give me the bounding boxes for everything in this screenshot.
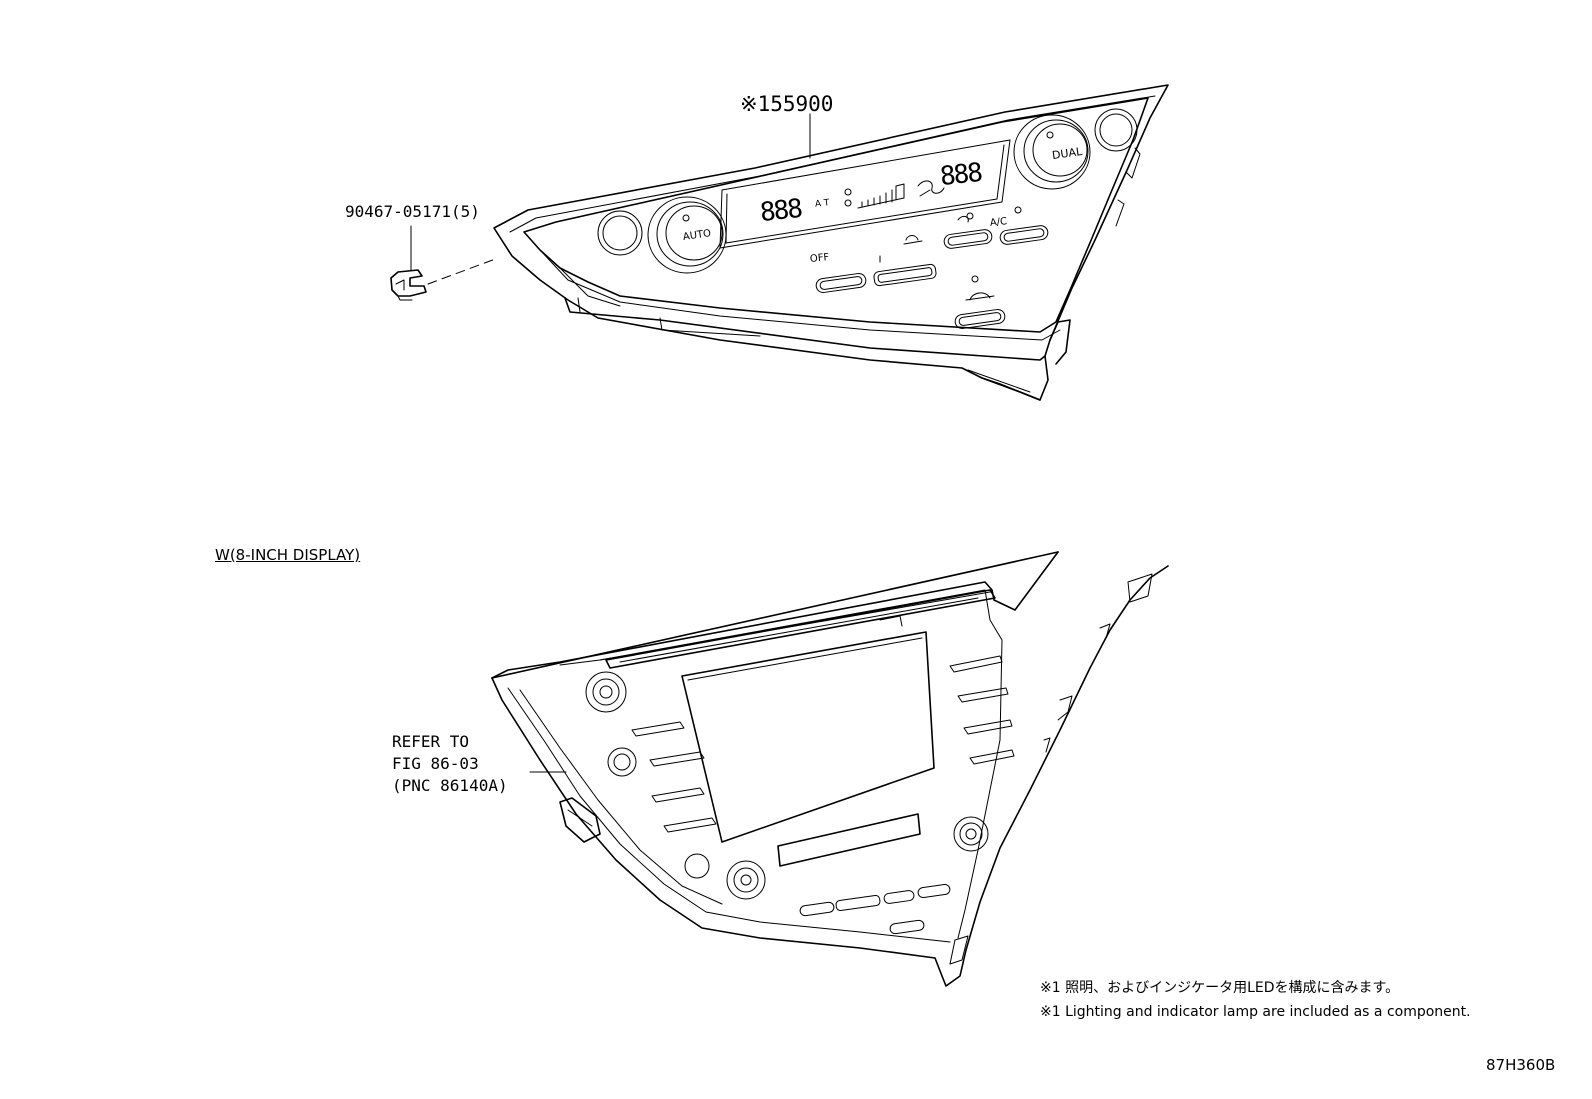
ac-button-label: A/C	[989, 216, 1008, 229]
left-temp-display: 888	[758, 193, 803, 229]
fan-auto-mark: A T	[814, 198, 830, 210]
clip-part-number: 90467-05171(5)	[345, 202, 480, 221]
main-part-number: ※155900	[740, 92, 834, 116]
off-button-label: OFF	[809, 252, 830, 265]
display-panel	[492, 552, 1168, 986]
variant-label: W(8-INCH DISPLAY)	[215, 546, 361, 564]
note-english: ※1 Lighting and indicator lamp are inclu…	[1040, 1004, 1471, 1020]
ac-control-panel	[494, 85, 1168, 400]
refer-to-callout: REFER TO FIG 86-03 (PNC 86140A)	[392, 732, 508, 795]
right-temp-display: 888	[938, 157, 983, 193]
note-japanese: ※1 照明、およびインジケータ用LEDを構成に含みます。	[1040, 980, 1400, 996]
clip-part	[391, 226, 498, 300]
figure-id: 87H360B	[1486, 1056, 1556, 1074]
